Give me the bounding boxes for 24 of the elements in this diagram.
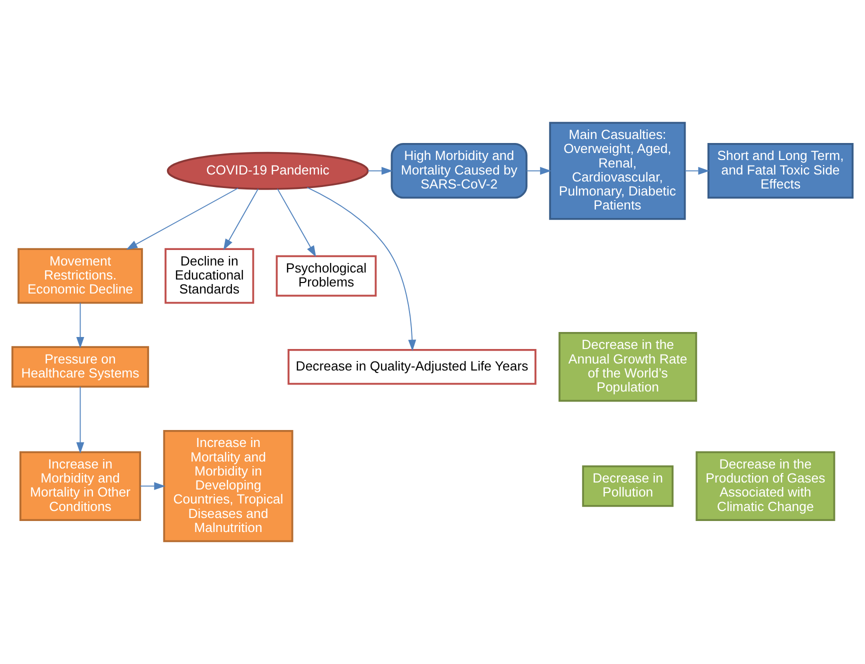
arrow [306, 186, 416, 352]
node-box: Decrease in Quality-Adjusted Life Years [288, 348, 536, 385]
node-box: Decline in Educational Standards [164, 248, 254, 304]
node-box: Decrease in the Annual Growth Rate of the World’s Population [558, 332, 698, 402]
node-box: Decrease in Pollution [582, 465, 674, 507]
node-box: Main Casualties: Overweight, Aged, Renal, Cardiovascular, Pulmonary, Diabetic Patients [549, 122, 686, 220]
arrow [276, 188, 316, 258]
arrow [367, 166, 393, 175]
node-box: Increase in Mortality and Morbidity in Developing Countries, Tropical Diseases and Malnutrition [163, 430, 294, 542]
arrow [76, 386, 84, 454]
node-box: Short and Long Term, and Fatal Toxic Side Effects [707, 143, 854, 199]
arrow [76, 302, 84, 348]
node-box: High Morbidity and Mortality Caused by SARS-CoV-2 [390, 143, 528, 199]
node-box: Psychological Problems [276, 255, 377, 297]
arrow [126, 188, 239, 250]
arrow [223, 188, 259, 250]
node-ellipse: COVID-19 Pandemic [166, 152, 369, 190]
node-box: Movement Restrictions. Economic Decline [18, 248, 143, 304]
node-box: Decrease in the Production of Gases Associated with Climatic Change [696, 451, 836, 521]
arrow [684, 166, 710, 175]
arrow [140, 482, 166, 490]
node-box: Increase in Morbidity and Mortality in Other Conditions [19, 451, 142, 521]
arrow [526, 166, 552, 175]
node-box: Pressure on Healthcare Systems [11, 346, 150, 388]
